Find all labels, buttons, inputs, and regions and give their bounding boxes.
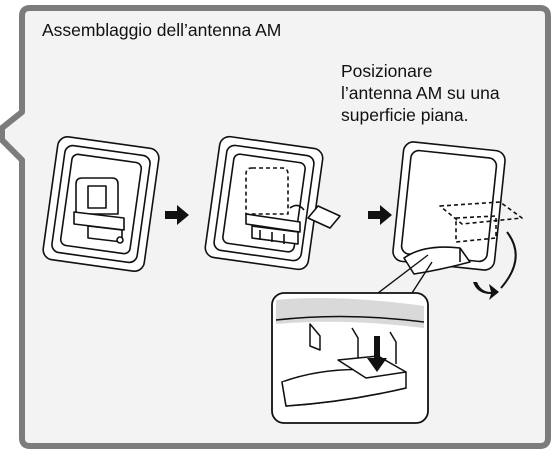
press-down-arrow-icon (367, 336, 387, 372)
instruction-text: Posizionare l’antenna AM su una superfic… (341, 60, 551, 126)
instruction-line: l’antenna AM su una (341, 83, 500, 103)
arrow-right-icon (368, 205, 392, 225)
instruction-line: Posizionare (341, 61, 433, 81)
callout-line (377, 254, 429, 294)
rotate-arrow-icon (473, 282, 499, 300)
page-title: Assemblaggio dell’antenna AM (42, 20, 282, 40)
instruction-line: superficie piana. (341, 105, 469, 125)
arrow-right-icon (165, 205, 189, 225)
callout-line (411, 261, 433, 294)
antenna-folded-illustration (42, 135, 160, 273)
antenna-base-placed-illustration (392, 141, 523, 289)
antenna-frame-open-illustration (204, 135, 341, 271)
detail-inset (271, 292, 429, 424)
